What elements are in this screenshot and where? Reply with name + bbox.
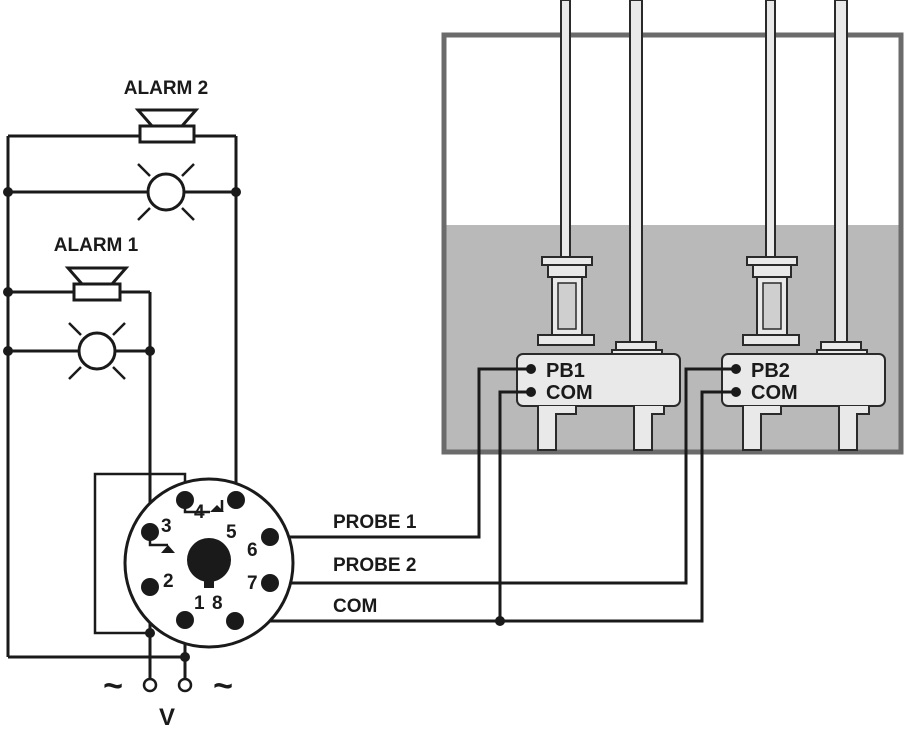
com-wire-label: COM (333, 596, 377, 617)
horn-icon (134, 108, 200, 144)
pin-4-number: 4 (194, 502, 205, 523)
socket-pins (141, 491, 279, 630)
tank-frame (441, 32, 904, 455)
liquid (446, 225, 899, 451)
pin-8 (226, 612, 244, 630)
pin-6 (261, 528, 279, 546)
supply-terminal-right (177, 677, 193, 693)
pb2-com-label: COM (751, 382, 798, 404)
pin-7 (261, 574, 279, 592)
probe-block-2 (721, 353, 886, 407)
tank: PB1 COM PB2 COM (441, 0, 904, 455)
alarm-2-label: ALARM 2 (124, 78, 208, 99)
horn-icon (64, 266, 130, 302)
ac-symbol-left: ~ (103, 667, 123, 705)
probe-1-wire-label: PROBE 1 (333, 512, 417, 533)
pin-2-number: 2 (163, 571, 174, 592)
power-supply: ~ ~ V (103, 667, 233, 731)
alarm-2: ALARM 2 (124, 78, 208, 221)
pin-8-number: 8 (212, 593, 223, 614)
pin-5 (227, 491, 245, 509)
pin-4 (176, 491, 194, 509)
pin-5-number: 5 (226, 522, 237, 543)
probe-assembly-1: PB1 COM (516, 256, 681, 451)
pb2-label: PB2 (751, 360, 790, 382)
pb1-label: PB1 (546, 360, 585, 382)
pin-3 (141, 523, 159, 541)
probe-2-wire-label: PROBE 2 (333, 555, 416, 576)
voltage-label: V (159, 704, 175, 731)
lamp-icon (68, 322, 126, 380)
pin-1 (176, 611, 194, 629)
junction-dots (3, 187, 505, 662)
relay-socket: 4 5 3 6 2 7 1 8 (123, 477, 295, 649)
pin-2 (141, 578, 159, 596)
lamp-icon (137, 163, 195, 221)
probe-block-1 (516, 353, 681, 407)
pin-7-number: 7 (247, 573, 258, 594)
alarm-1-label: ALARM 1 (54, 235, 139, 256)
pin-1-number: 1 (194, 593, 205, 614)
pin-3-number: 3 (161, 516, 172, 537)
probe-assembly-2: PB2 COM (721, 256, 886, 451)
pin-6-number: 6 (247, 540, 258, 561)
pb1-com-label: COM (546, 382, 593, 404)
supply-terminal-left (142, 677, 158, 693)
alarm-1: ALARM 1 (54, 235, 139, 380)
ac-symbol-right: ~ (213, 667, 233, 705)
